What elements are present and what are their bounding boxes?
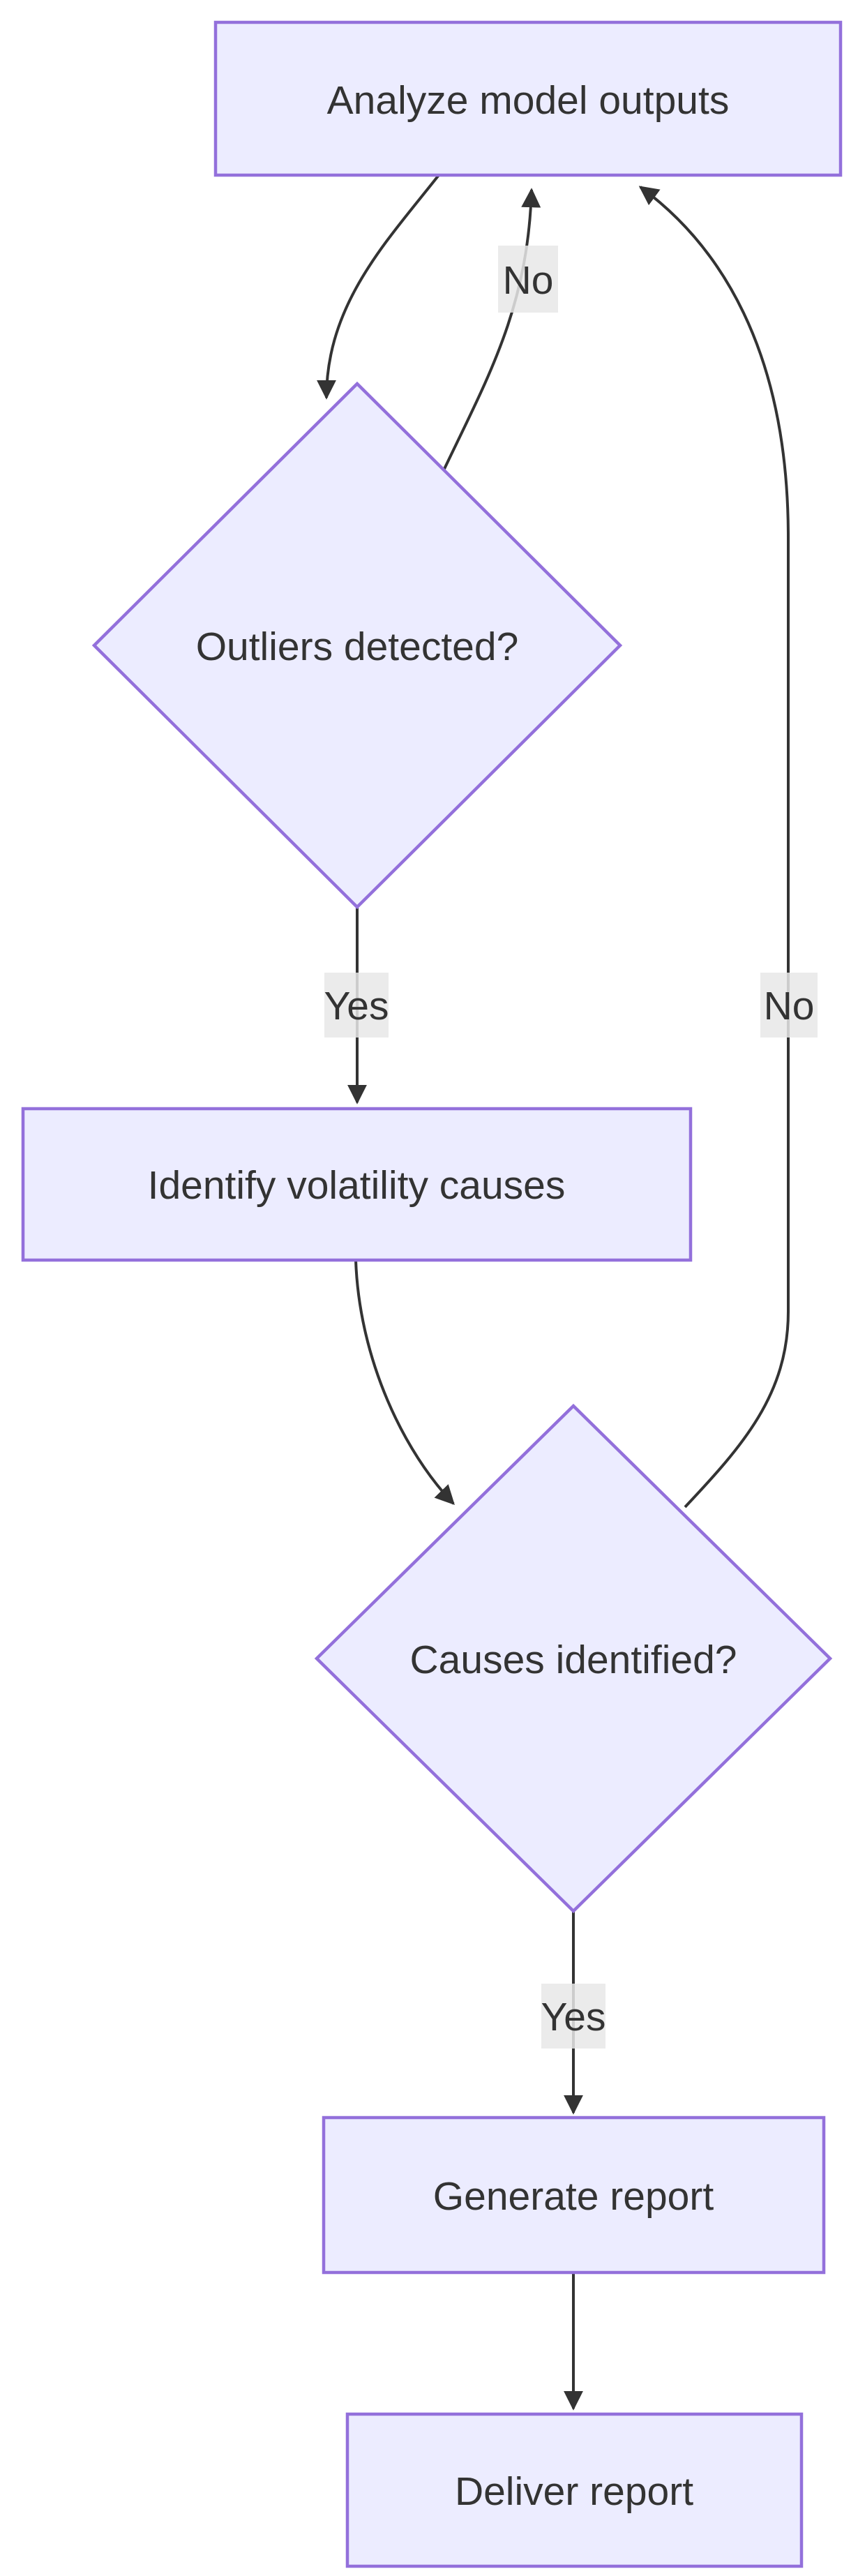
process-box (322, 2116, 826, 2275)
node-label: Causes identified? (410, 1638, 737, 1682)
edge-label-text: No (764, 984, 815, 1028)
node-label: Identify volatility causes (148, 1163, 566, 1208)
node-causes-identified: Causes identified? (314, 1403, 833, 1914)
edge-identify-to-causes (354, 1259, 455, 1506)
edge-causes-no-to-analyze (638, 186, 790, 1508)
edge-label-text: No (503, 258, 554, 303)
edge-label-bg (760, 973, 818, 1038)
edge-analyze-to-outliers (317, 174, 440, 400)
decision-diamond (91, 381, 623, 910)
edge-label-outliers-no: No (498, 246, 558, 313)
node-identify-volatility-causes: Identify volatility causes (21, 1107, 693, 1262)
node-analyze-model-outputs: Analyze model outputs (213, 20, 843, 177)
edge-label-text: Yes (541, 1995, 606, 2039)
edge-label-causes-no: No (760, 973, 818, 1038)
decision-diamond (314, 1403, 833, 1914)
node-outliers-detected: Outliers detected? (91, 381, 623, 910)
node-label: Analyze model outputs (327, 78, 730, 123)
edge-label-bg (324, 973, 389, 1038)
edge-label-causes-yes: Yes (541, 1984, 606, 2049)
edge-label-outliers-yes: Yes (324, 973, 389, 1038)
node-label: Outliers detected? (196, 624, 519, 669)
node-label: Deliver report (455, 2469, 693, 2514)
process-box (21, 1107, 693, 1262)
edge-label-bg (541, 1984, 605, 2049)
edge-label-text: Yes (324, 984, 389, 1028)
edge-outliers-no-to-analyze (443, 188, 541, 470)
edge-label-bg (498, 246, 558, 313)
process-box (213, 20, 843, 177)
node-label: Generate report (433, 2174, 714, 2219)
node-generate-report: Generate report (322, 2116, 826, 2275)
process-box (345, 2412, 804, 2568)
node-deliver-report: Deliver report (345, 2412, 804, 2568)
